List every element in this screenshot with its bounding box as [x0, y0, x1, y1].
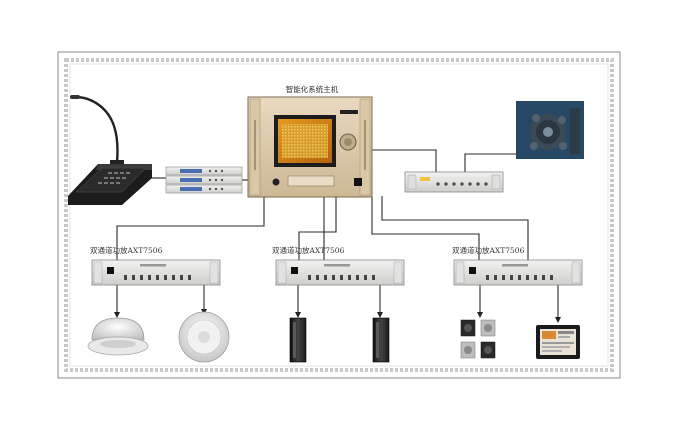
column-speaker-right	[372, 317, 390, 363]
amplifier-label-2: 双通道功放AXT7506	[272, 245, 345, 255]
bookshelf-speaker-set	[460, 319, 496, 359]
rack-controller-unit	[404, 171, 504, 193]
stacked-processor-units	[165, 166, 243, 194]
connection-wires	[114, 149, 561, 323]
amplifier-unit-2	[275, 259, 405, 286]
paging-microphone-console	[68, 95, 152, 205]
ceiling-speaker-dome	[87, 317, 149, 356]
speaker-photo	[516, 101, 584, 159]
column-speaker-left	[289, 317, 307, 363]
host-title: 智能化系统主机	[286, 84, 339, 94]
ceiling-speaker-flush	[178, 311, 230, 363]
amplifier-unit-3	[453, 259, 583, 286]
amplifier-label-3: 双通道功放AXT7506	[452, 245, 525, 255]
display-panel	[536, 325, 580, 359]
amplifier-unit-1	[91, 259, 221, 286]
amplifier-label-1: 双通道功放AXT7506	[90, 245, 163, 255]
system-host-unit	[247, 96, 373, 198]
